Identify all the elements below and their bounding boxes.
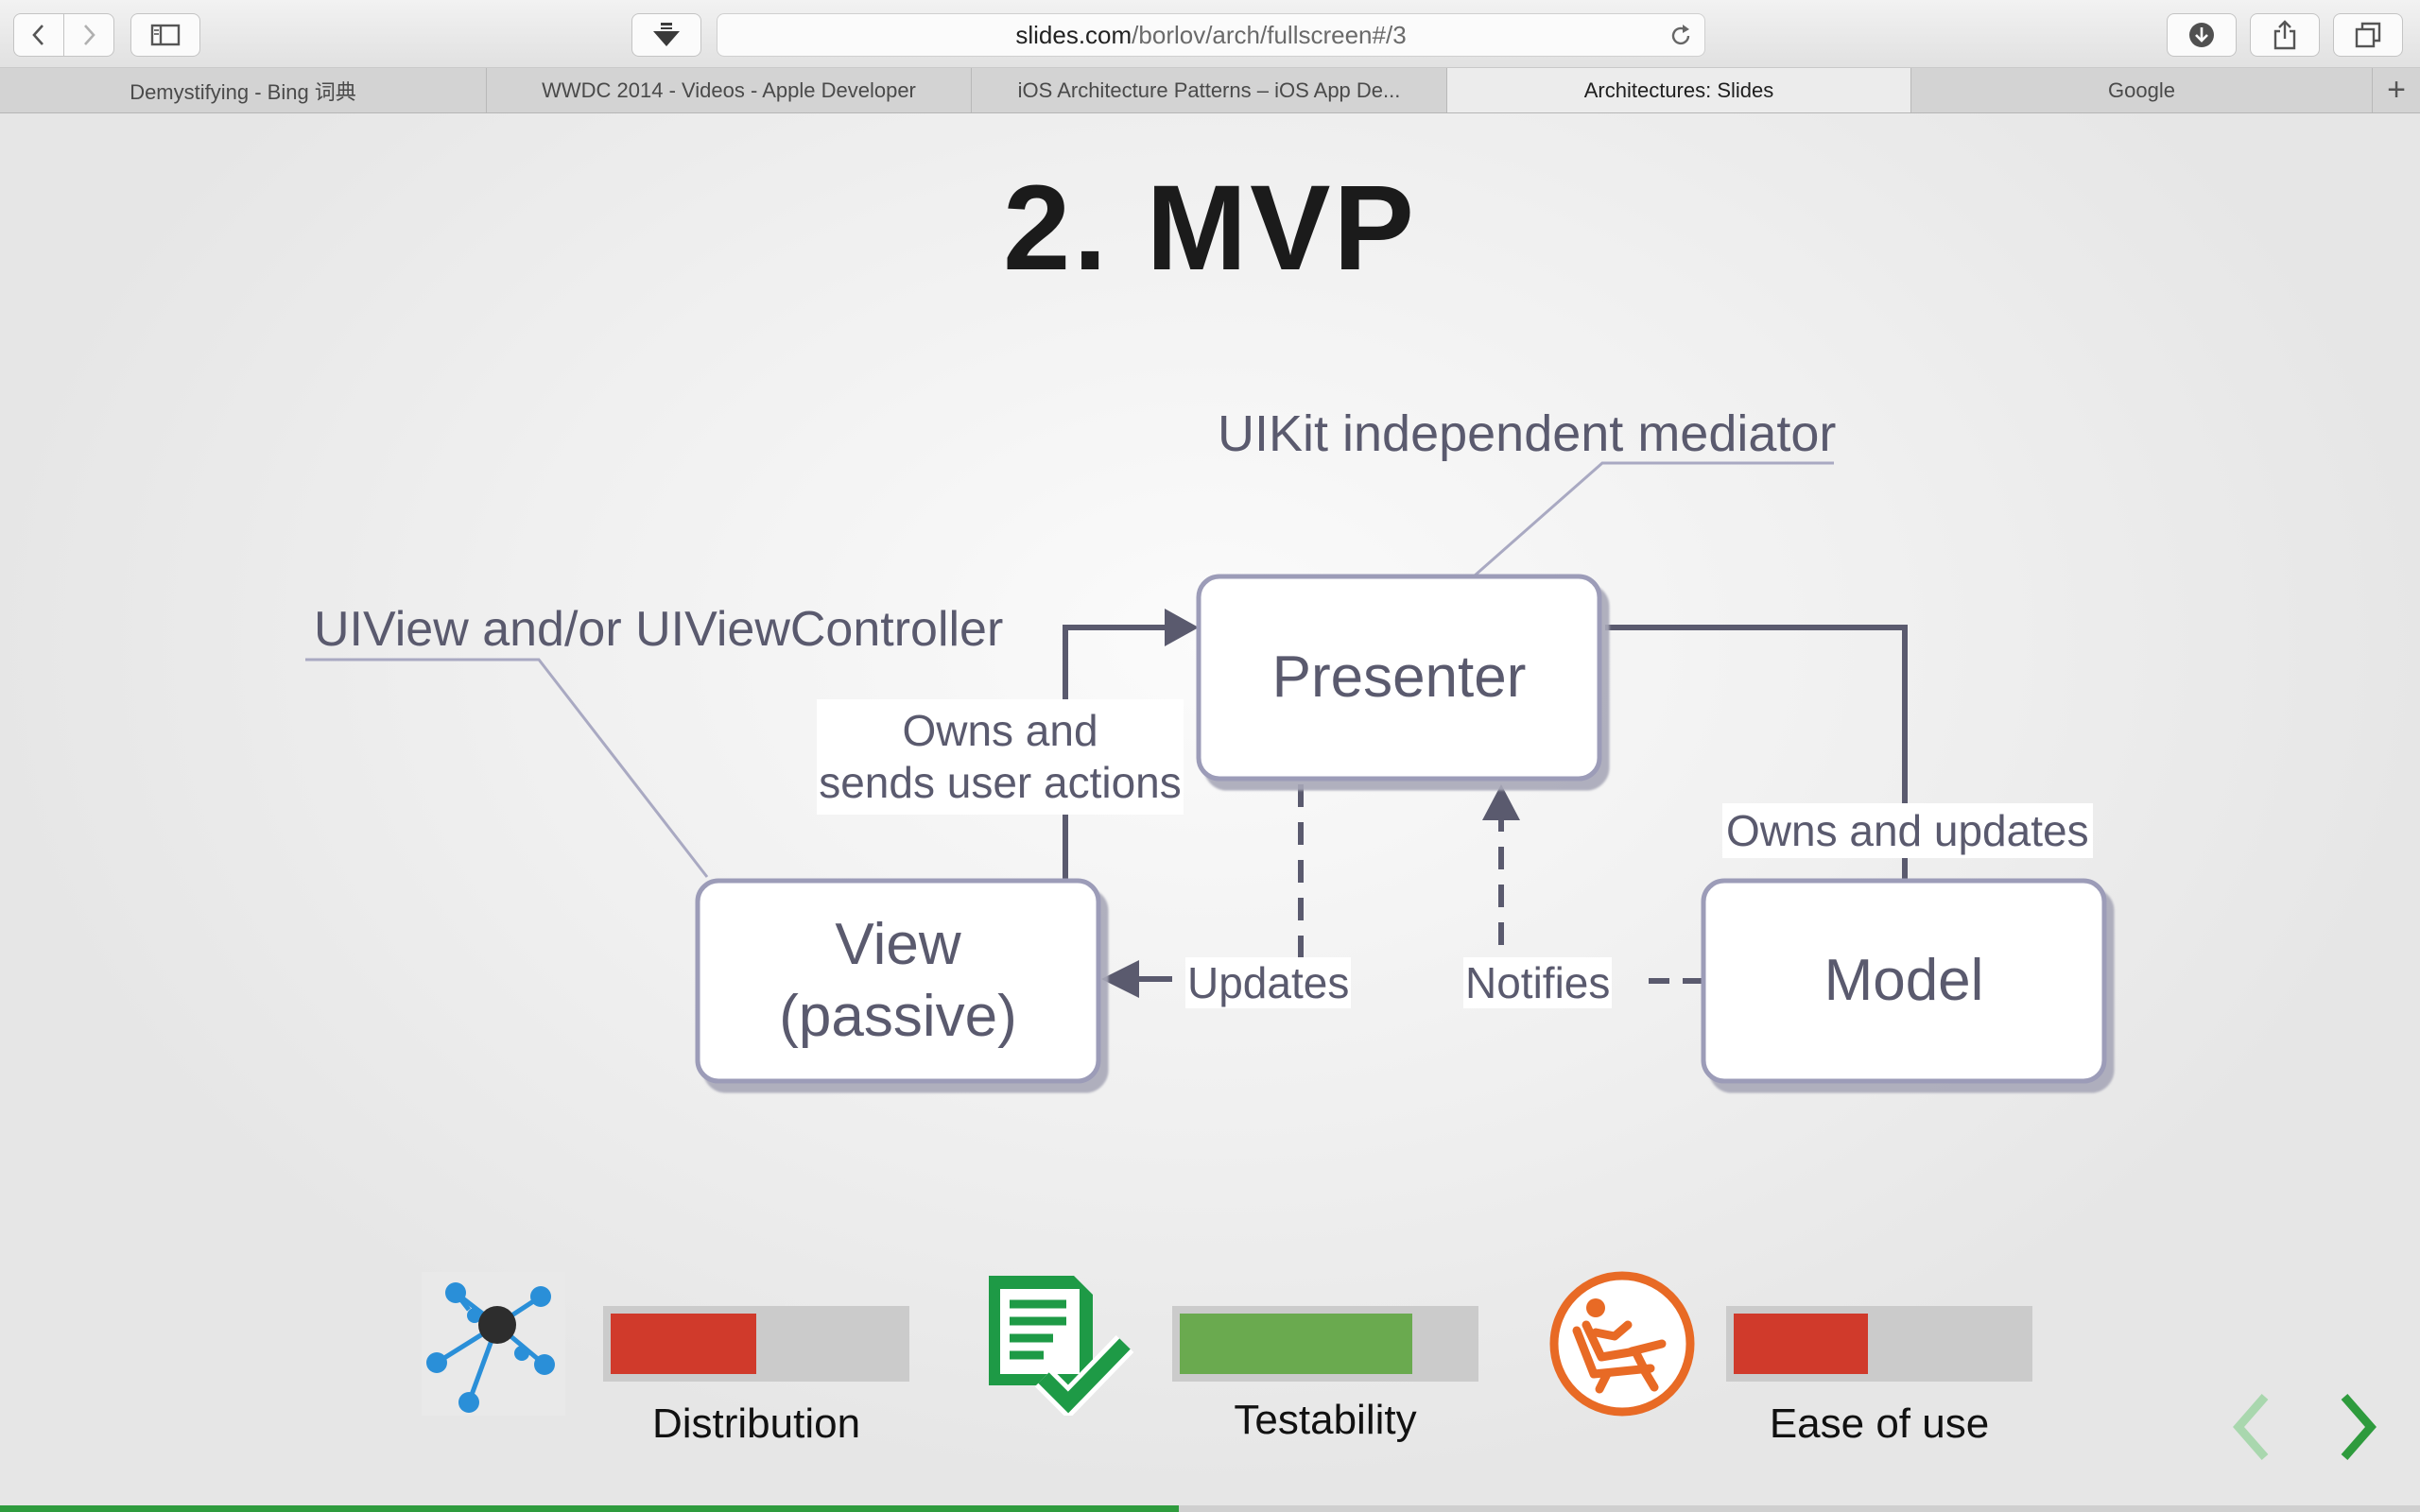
distribution-meter-fill xyxy=(611,1314,756,1374)
ease-of-use-meter xyxy=(1726,1306,2032,1382)
network-nodes-icon xyxy=(422,1272,565,1416)
new-tab-button[interactable]: + xyxy=(2387,72,2406,108)
tab-google[interactable]: Google xyxy=(1911,68,2373,112)
download-arrow-icon xyxy=(653,23,680,46)
slide-title: 2. MVP xyxy=(1003,161,1417,296)
sidebar-icon xyxy=(150,24,181,46)
tab-bing-dictionary[interactable]: Demystifying - Bing 词典 xyxy=(0,68,487,112)
arrowhead-notifies xyxy=(1482,784,1520,820)
show-tabs-button[interactable] xyxy=(2333,13,2403,57)
distribution-meter xyxy=(603,1306,909,1382)
slide-progress-fill xyxy=(0,1505,1179,1512)
forward-button[interactable] xyxy=(63,13,114,57)
back-button[interactable] xyxy=(13,13,64,57)
presenter-label: Presenter xyxy=(1271,644,1527,711)
edge-label-owns-sends: Owns and sends user actions xyxy=(817,699,1184,816)
downloads-button[interactable] xyxy=(2167,13,2237,57)
next-slide-icon[interactable] xyxy=(2331,1391,2384,1463)
model-box xyxy=(1701,878,2107,1084)
tabs-overview-icon xyxy=(2355,22,2381,48)
share-icon xyxy=(2273,20,2296,50)
share-button[interactable] xyxy=(2250,13,2320,57)
callout-line-view xyxy=(305,658,709,878)
view-label-line2: (passive) xyxy=(779,984,1017,1049)
tab-bar: Demystifying - Bing 词典 WWDC 2014 - Video… xyxy=(0,68,2420,113)
view-box xyxy=(695,878,1101,1084)
slide-progress-bar xyxy=(0,1505,2420,1512)
edge-label-owns-sends-line1: Owns and xyxy=(902,706,1098,755)
checklist-document-icon xyxy=(989,1276,1134,1416)
reload-icon[interactable] xyxy=(1668,24,1693,55)
callout-line-presenter xyxy=(1474,461,1834,577)
address-bar[interactable]: slides.com/borlov/arch/fullscreen#/3 xyxy=(717,13,1705,57)
url-path: /borlov/arch/fullscreen#/3 xyxy=(1132,20,1407,49)
slide-canvas: 2. MVP Presenter View (passive) xyxy=(0,113,2420,1512)
testability-meter xyxy=(1172,1306,1478,1382)
ease-of-use-label: Ease of use xyxy=(1769,1400,1990,1447)
previous-slide-icon[interactable] xyxy=(2227,1391,2280,1463)
download-circle-icon xyxy=(2189,23,2214,47)
sidebar-toggle-button[interactable] xyxy=(130,13,200,57)
testability-meter-fill xyxy=(1180,1314,1412,1374)
browser-toolbar: slides.com/borlov/arch/fullscreen#/3 xyxy=(0,0,2420,68)
url-host: slides.com xyxy=(1015,20,1132,49)
callout-view-text: UIView and/or UIViewController xyxy=(314,602,1004,657)
view-label: View (passive) xyxy=(698,881,1098,1081)
edge-label-owns-sends-line2: sends user actions xyxy=(819,758,1182,808)
relaxed-person-chair-icon xyxy=(1549,1271,1695,1417)
callout-presenter-text: UIKit independent mediator xyxy=(1218,405,1837,462)
edge-label-owns-updates: Owns and updates xyxy=(1722,803,2093,858)
presenter-box xyxy=(1196,574,1602,782)
mvp-diagram xyxy=(305,461,2107,1084)
chevron-right-icon xyxy=(84,25,95,45)
arrowhead-presenter xyxy=(1165,609,1199,646)
chevron-left-icon xyxy=(32,25,43,45)
arrowhead-view xyxy=(1101,960,1139,998)
testability-label: Testability xyxy=(1234,1397,1417,1443)
extension-button[interactable] xyxy=(631,13,701,57)
model-label: Model xyxy=(1824,948,1984,1014)
tab-ios-architecture[interactable]: iOS Architecture Patterns – iOS App De..… xyxy=(972,68,1447,112)
tab-wwdc-videos[interactable]: WWDC 2014 - Videos - Apple Developer xyxy=(487,68,972,112)
tab-architectures-slides[interactable]: Architectures: Slides xyxy=(1447,68,1911,112)
distribution-label: Distribution xyxy=(651,1400,861,1447)
edge-label-updates: Updates xyxy=(1185,957,1352,1008)
edge-label-notifies: Notifies xyxy=(1463,957,1613,1008)
ease-of-use-meter-fill xyxy=(1734,1314,1868,1374)
view-label-line1: View xyxy=(835,912,961,978)
